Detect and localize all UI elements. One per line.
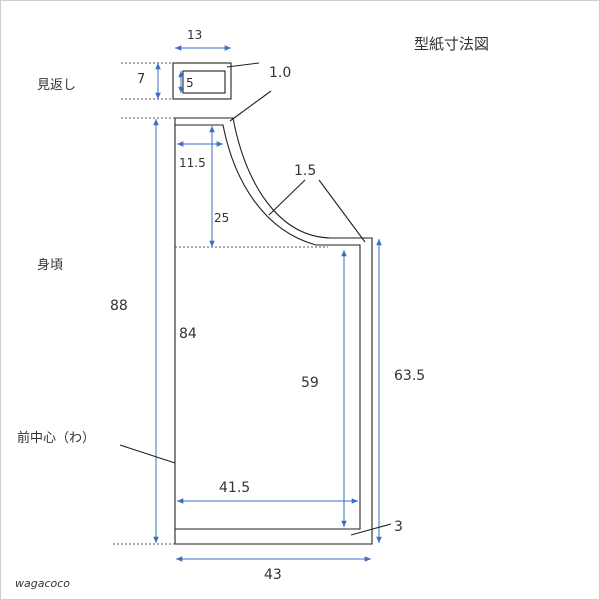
facing-label: 見返し [37, 78, 76, 93]
facing-width-value: 13 [187, 28, 202, 42]
diagram-title: 型紙寸法図 [414, 35, 489, 53]
neck-allowance-value: 1.0 [269, 65, 291, 81]
side-with-allowance-value: 63.5 [394, 368, 425, 384]
center-front-label: 前中心（わ） [17, 430, 95, 446]
body-label: 身頃 [37, 257, 63, 273]
neck-allowance-leader [229, 90, 272, 122]
hem-allowance-leader [350, 523, 392, 536]
facing-piece-outer [172, 62, 232, 100]
side-length-value: 59 [301, 375, 319, 391]
neck-depth-value: 25 [214, 211, 229, 225]
armhole-leader-curve [268, 179, 306, 216]
watermark: wagacoco [15, 577, 70, 590]
total-length-value: 88 [110, 298, 128, 314]
body-seam-line [175, 124, 361, 530]
finished-width-value: 41.5 [219, 480, 250, 496]
finished-length-value: 84 [179, 326, 197, 342]
facing-leader-line [226, 62, 260, 68]
body-outline [174, 117, 373, 545]
facing-height-value: 7 [137, 72, 145, 87]
hem-allowance-value: 3 [394, 519, 403, 535]
neck-width-value: 11.5 [179, 156, 206, 170]
total-width-value: 43 [264, 567, 282, 583]
armhole-leader-side [318, 179, 366, 243]
center-front-leader [119, 444, 176, 464]
armhole-allowance-value: 1.5 [294, 163, 316, 179]
facing-inner-value: 5 [186, 76, 194, 90]
